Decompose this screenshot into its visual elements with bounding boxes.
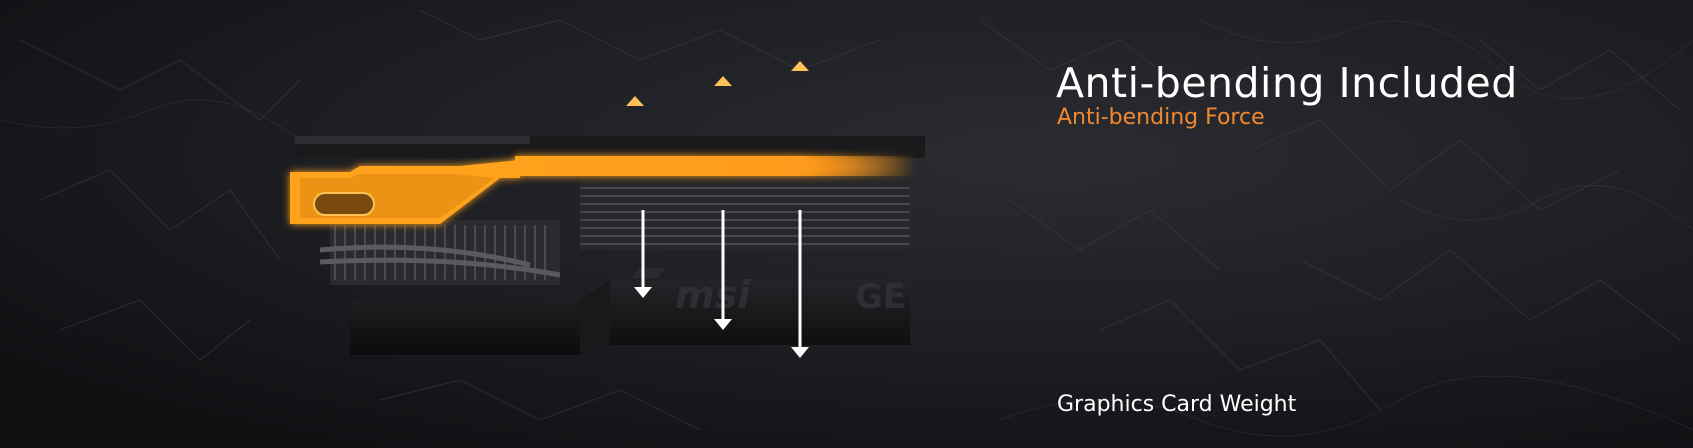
- section-title: Anti-bending Included: [1056, 59, 1518, 108]
- down-arrow-icon: [714, 210, 732, 330]
- up-force-arrows: [626, 61, 809, 135]
- model-lettering: GE: [855, 277, 906, 317]
- down-arrow-icon: [634, 210, 652, 298]
- down-weight-arrows: [634, 210, 809, 358]
- graphics-card-weight-label: Graphics Card Weight: [1057, 392, 1297, 417]
- fan-shroud: msi GE: [350, 268, 910, 355]
- backplate: [295, 136, 925, 158]
- up-arrow-icon: [791, 61, 809, 135]
- msi-logo: msi: [675, 273, 751, 317]
- graphics-card-illustration: msi GE: [290, 61, 925, 358]
- up-arrow-icon: [626, 96, 644, 135]
- heatsink-fins: [319, 180, 910, 285]
- anti-bending-bracket: [290, 156, 915, 224]
- down-arrow-icon: [791, 210, 809, 358]
- up-arrow-icon: [714, 76, 732, 135]
- anti-bending-force-label: Anti-bending Force: [1057, 105, 1265, 130]
